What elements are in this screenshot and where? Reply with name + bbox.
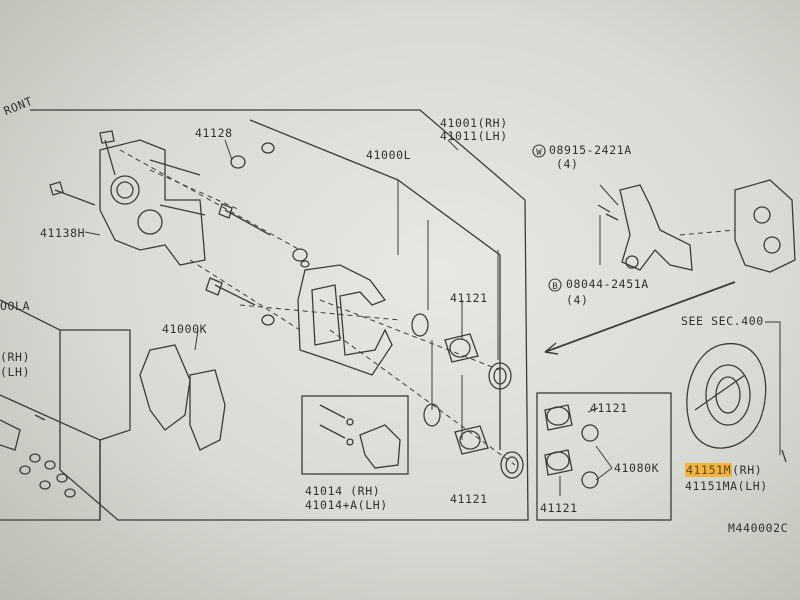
caliper-assembly-frame xyxy=(0,109,529,521)
circle-prefix-w: W xyxy=(532,144,546,158)
brake-pad-drawings xyxy=(139,344,226,451)
part-41138H-label: 41138H xyxy=(40,226,86,240)
part-41121-upper-label: 41121 xyxy=(450,291,488,305)
caliper-inner-frame xyxy=(249,119,501,450)
knuckle-drawing xyxy=(619,184,693,271)
part-41151MA-label: 41151MA(LH) xyxy=(685,479,768,493)
seal-drawings xyxy=(411,313,524,479)
part-41151M-label: 41151M(RH) xyxy=(685,463,763,477)
direction-arrow xyxy=(544,281,736,353)
svg-text:W: W xyxy=(536,148,542,158)
piston-drawings xyxy=(444,333,599,489)
part-41000LA-label: OOLA xyxy=(0,299,31,313)
right-caliper-drawing xyxy=(734,179,796,273)
guide-pin-drawings xyxy=(205,142,310,326)
figure-code-label: M440002C xyxy=(728,521,789,535)
part-41001-label: 41001(RH) xyxy=(440,116,508,130)
see-section-note: SEE SEC.400 xyxy=(681,314,764,328)
caliper-bracket-drawing xyxy=(297,264,393,376)
pad-group-frame xyxy=(60,329,131,520)
part-41121-lower-label: 41121 xyxy=(450,492,488,506)
part-41151M-side: (RH) xyxy=(732,463,763,477)
plate-screw xyxy=(781,449,787,463)
bolt-08044-qty: (4) xyxy=(566,293,589,307)
part-41121-kit-bottom-label: 41121 xyxy=(540,501,578,515)
part-41014-label: 41014 (RH) xyxy=(305,484,381,498)
rh-left-label: (RH) xyxy=(0,350,31,364)
lh-left-label: (LH) xyxy=(0,365,31,379)
seal-kit-frame-left xyxy=(0,394,101,521)
highlighted-part-number: 41151M xyxy=(685,463,733,477)
knuckle-bolts xyxy=(597,204,619,221)
part-41080K-label: 41080K xyxy=(614,461,660,475)
part-41014A-label: 41014+A(LH) xyxy=(305,498,388,512)
inset-caliper-box xyxy=(301,395,409,475)
circle-prefix-b: B xyxy=(548,278,562,292)
part-41000L-label: 41000L xyxy=(366,148,412,162)
bolt-08915-label: 08915-2421A xyxy=(549,143,632,157)
bolt-drawings xyxy=(49,130,116,206)
caliper-body-drawing xyxy=(99,139,206,266)
bolt-08915-qty: (4) xyxy=(556,157,579,171)
backing-plate-drawing xyxy=(686,342,767,449)
inset-caliper-drawing xyxy=(319,404,401,469)
part-41011-label: 41011(LH) xyxy=(440,129,508,143)
part-41000K-label: 41000K xyxy=(162,322,208,336)
bolt-08044-label: 08044-2451A xyxy=(566,277,649,291)
piston-kit-box xyxy=(536,392,672,521)
leader-lines xyxy=(84,139,781,496)
part-41121-kit-top-label: 41121 xyxy=(590,401,628,415)
svg-text:B: B xyxy=(552,282,557,292)
seal-kit-drawings xyxy=(0,414,76,498)
part-41128-label: 41128 xyxy=(195,126,233,140)
